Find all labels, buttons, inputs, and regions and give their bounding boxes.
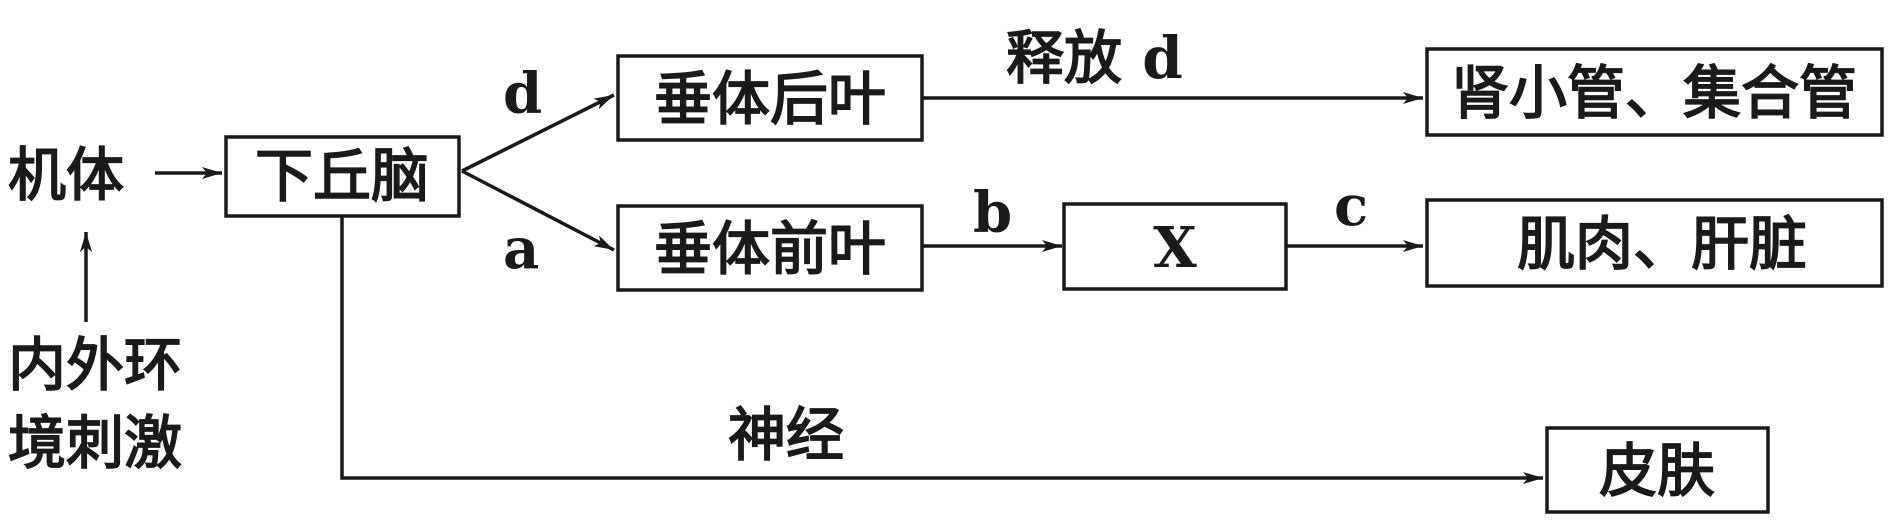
label-hypothalamus: 下丘脑 [255, 142, 429, 210]
edge-label-nerve: 神经 [728, 401, 844, 469]
label-muscle-liver: 肌肉、肝脏 [1517, 210, 1807, 278]
box-skin [1545, 426, 1770, 514]
edge-label-a: a [503, 216, 539, 282]
edge-label-release-d: 释放 d [1006, 24, 1183, 92]
label-body: 机体 [8, 141, 124, 209]
box-x [1062, 202, 1288, 291]
box-hypothalamus [224, 135, 461, 218]
box-muscle-liver [1425, 198, 1884, 288]
label-kidney-tubules: 肾小管、集合管 [1451, 59, 1857, 127]
label-posterior-pituitary: 垂体后叶 [654, 65, 886, 133]
arrow-hypothalamus-to-anterior [461, 169, 615, 252]
box-kidney-tubules [1425, 47, 1884, 137]
label-x: X [1153, 215, 1197, 281]
arrow-hypothalamus-to-posterior [461, 93, 615, 173]
edge-label-b: b [973, 180, 1012, 246]
edge-label-c: c [1334, 173, 1368, 239]
label-stimulus-line1: 内外环 [8, 331, 182, 399]
label-stimulus-line2: 境刺激 [8, 409, 182, 477]
edge-label-d: d [503, 61, 542, 127]
box-anterior-pituitary [616, 204, 924, 292]
arrow-hypothalamus-to-skin [340, 216, 1543, 484]
label-skin: 皮肤 [1599, 437, 1715, 505]
label-anterior-pituitary: 垂体前叶 [654, 215, 886, 283]
box-posterior-pituitary [616, 54, 924, 142]
